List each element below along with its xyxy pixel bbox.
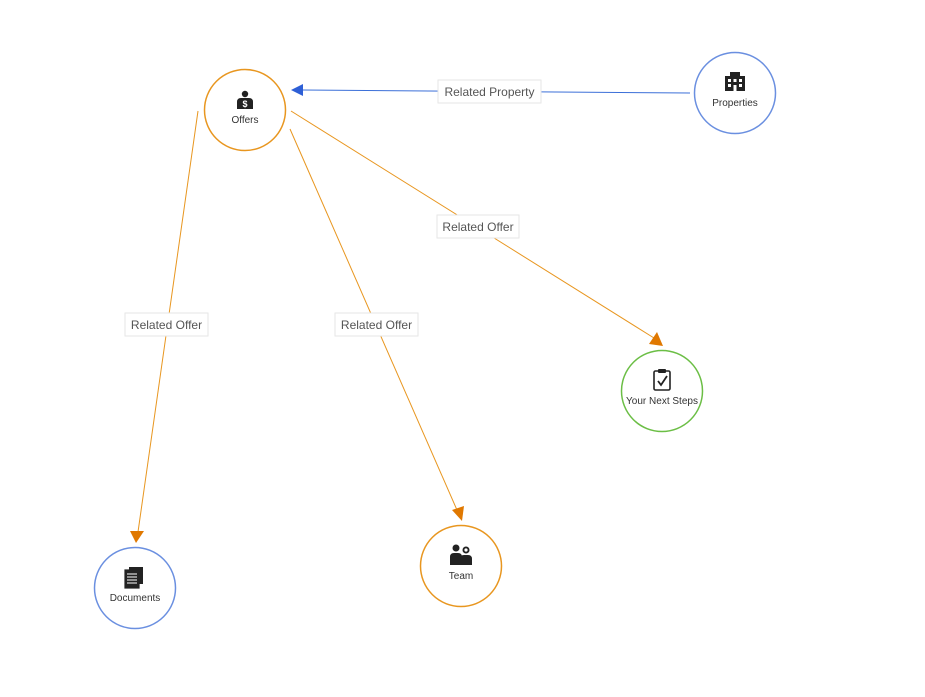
node-label: Properties [712, 98, 758, 109]
clipboard-check-icon [653, 369, 671, 391]
node-offers[interactable]: $ Offers [203, 68, 287, 152]
arrowhead-icon [452, 506, 464, 521]
edge-related-property[interactable]: Related Property [291, 79, 691, 104]
arrowhead-icon [649, 332, 663, 346]
node-label: Team [449, 571, 473, 582]
team-icon [450, 544, 472, 565]
node-your-next-steps[interactable]: Your Next Steps [620, 349, 704, 433]
money-person-icon: $ [237, 90, 253, 109]
arrowhead-icon [291, 84, 303, 96]
node-label: Your Next Steps [626, 396, 698, 407]
edge-label-box [436, 214, 520, 239]
edge-label: Related Offer [131, 318, 202, 332]
edge-related-offer-documents[interactable]: Related Offer [124, 110, 209, 543]
arrowhead-icon [130, 531, 144, 543]
svg-text:$: $ [242, 99, 247, 109]
edge-related-offer-team[interactable]: Related Offer [289, 128, 464, 521]
edge-label-box [124, 312, 209, 337]
building-icon [725, 72, 745, 91]
node-circle [203, 68, 287, 152]
node-circle [693, 51, 777, 135]
edge-label: Related Property [444, 85, 534, 99]
node-label: Offers [231, 115, 258, 126]
node-properties[interactable]: Properties [693, 51, 777, 135]
edge-label: Related Offer [341, 318, 412, 332]
node-team[interactable]: Team [419, 524, 503, 608]
documents-icon [124, 567, 143, 589]
edge-label: Related Offer [442, 220, 513, 234]
edge-label-box [437, 79, 542, 104]
edge-related-offer-next-steps[interactable]: Related Offer [290, 110, 663, 346]
node-circle [620, 349, 704, 433]
edge-label-box [334, 312, 419, 337]
node-label: Documents [110, 593, 161, 604]
node-documents[interactable]: Documents [93, 546, 177, 630]
node-circle [419, 524, 503, 608]
